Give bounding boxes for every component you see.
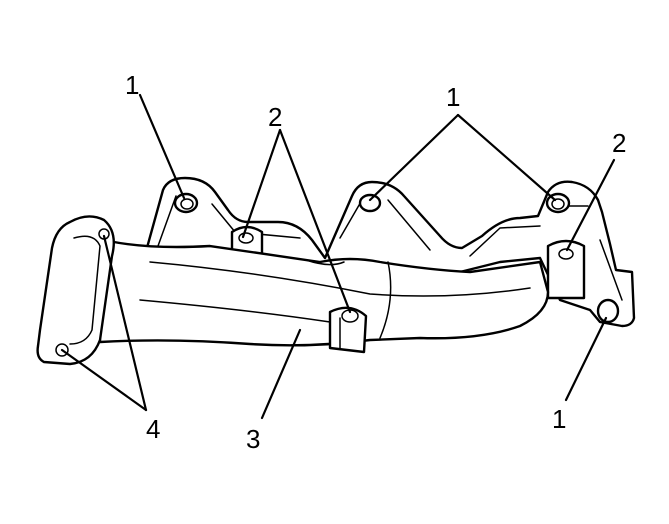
callout-3-bottom: 3 [246, 424, 260, 454]
outlet-flange [36, 215, 115, 366]
leader-4-to-bottom-hole [60, 348, 148, 412]
leader-4-to-top-hole [102, 234, 148, 412]
callout-1-bottom-right: 1 [552, 404, 566, 434]
leader-2-right [565, 158, 616, 252]
mounting-flange [143, 176, 636, 328]
manifold-runner [94, 236, 550, 347]
leader-1-bottom-right [564, 316, 608, 402]
leader-1-to-center-hole [368, 113, 460, 202]
leader-2-to-center-boss [278, 128, 352, 314]
bolt-hole-left [173, 192, 199, 214]
stud-boss-right [546, 239, 586, 300]
leader-3-runner [260, 328, 302, 420]
callout-2-top-left: 2 [268, 102, 282, 132]
leader-lines [60, 93, 616, 420]
leader-2-to-left-boss [241, 128, 282, 239]
leader-1-to-right-hole [456, 113, 557, 202]
leader-1-top-left [138, 93, 186, 200]
callout-1-top-left: 1 [125, 70, 139, 100]
bolt-hole-center [358, 193, 382, 213]
callout-2-right: 2 [612, 128, 626, 158]
callout-4-bottom-left: 4 [146, 414, 160, 444]
bolt-hole-right-bottom [596, 298, 620, 324]
stud-boss-center [328, 306, 368, 354]
callout-1-top-center: 1 [446, 82, 460, 112]
